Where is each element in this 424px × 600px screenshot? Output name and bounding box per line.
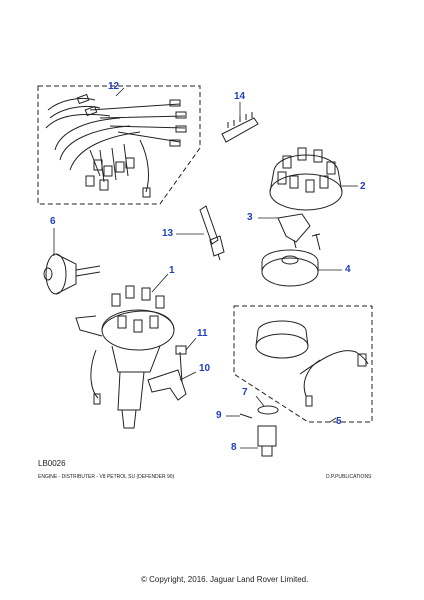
callout-6: 6 [50, 216, 56, 227]
callout-9: 9 [216, 410, 222, 421]
callout-5: 5 [336, 416, 342, 427]
distributor-cap-illustration [269, 147, 343, 211]
copyright-notice: © Copyright, 2016. Jaguar Land Rover Lim… [141, 575, 309, 584]
callout-12: 12 [108, 81, 120, 92]
distributor-base-illustration [261, 249, 319, 287]
callout-10: 10 [199, 363, 211, 374]
diagram-caption: ENGINE - DISTRIBUTER - V8 PETROL SU (DEF… [38, 474, 175, 480]
callout-13: 13 [162, 228, 174, 239]
callout-14: 14 [234, 91, 246, 102]
ht-lead-set-illustration [37, 85, 201, 205]
callout-4: 4 [345, 264, 351, 275]
rotor-arm-illustration [277, 213, 321, 251]
callout-3: 3 [247, 212, 253, 223]
callout-2: 2 [360, 181, 366, 192]
vacuum-unit-illustration [43, 253, 101, 295]
distributor-assembly-illustration [75, 285, 175, 429]
pickup-module-illustration [233, 305, 373, 423]
drive-gear-illustration [239, 405, 279, 457]
callout-8: 8 [231, 442, 237, 453]
publisher-credit: D.P.PUBLICATIONS [326, 474, 372, 480]
diagram-ref-code: LB0026 [38, 459, 66, 468]
spark-plug-illustration [199, 205, 225, 261]
callout-7: 7 [242, 387, 248, 398]
callout-11: 11 [197, 328, 208, 339]
clamp-and-bolt-illustration [147, 345, 187, 401]
callout-1: 1 [169, 265, 175, 276]
leader-lines [53, 87, 358, 449]
